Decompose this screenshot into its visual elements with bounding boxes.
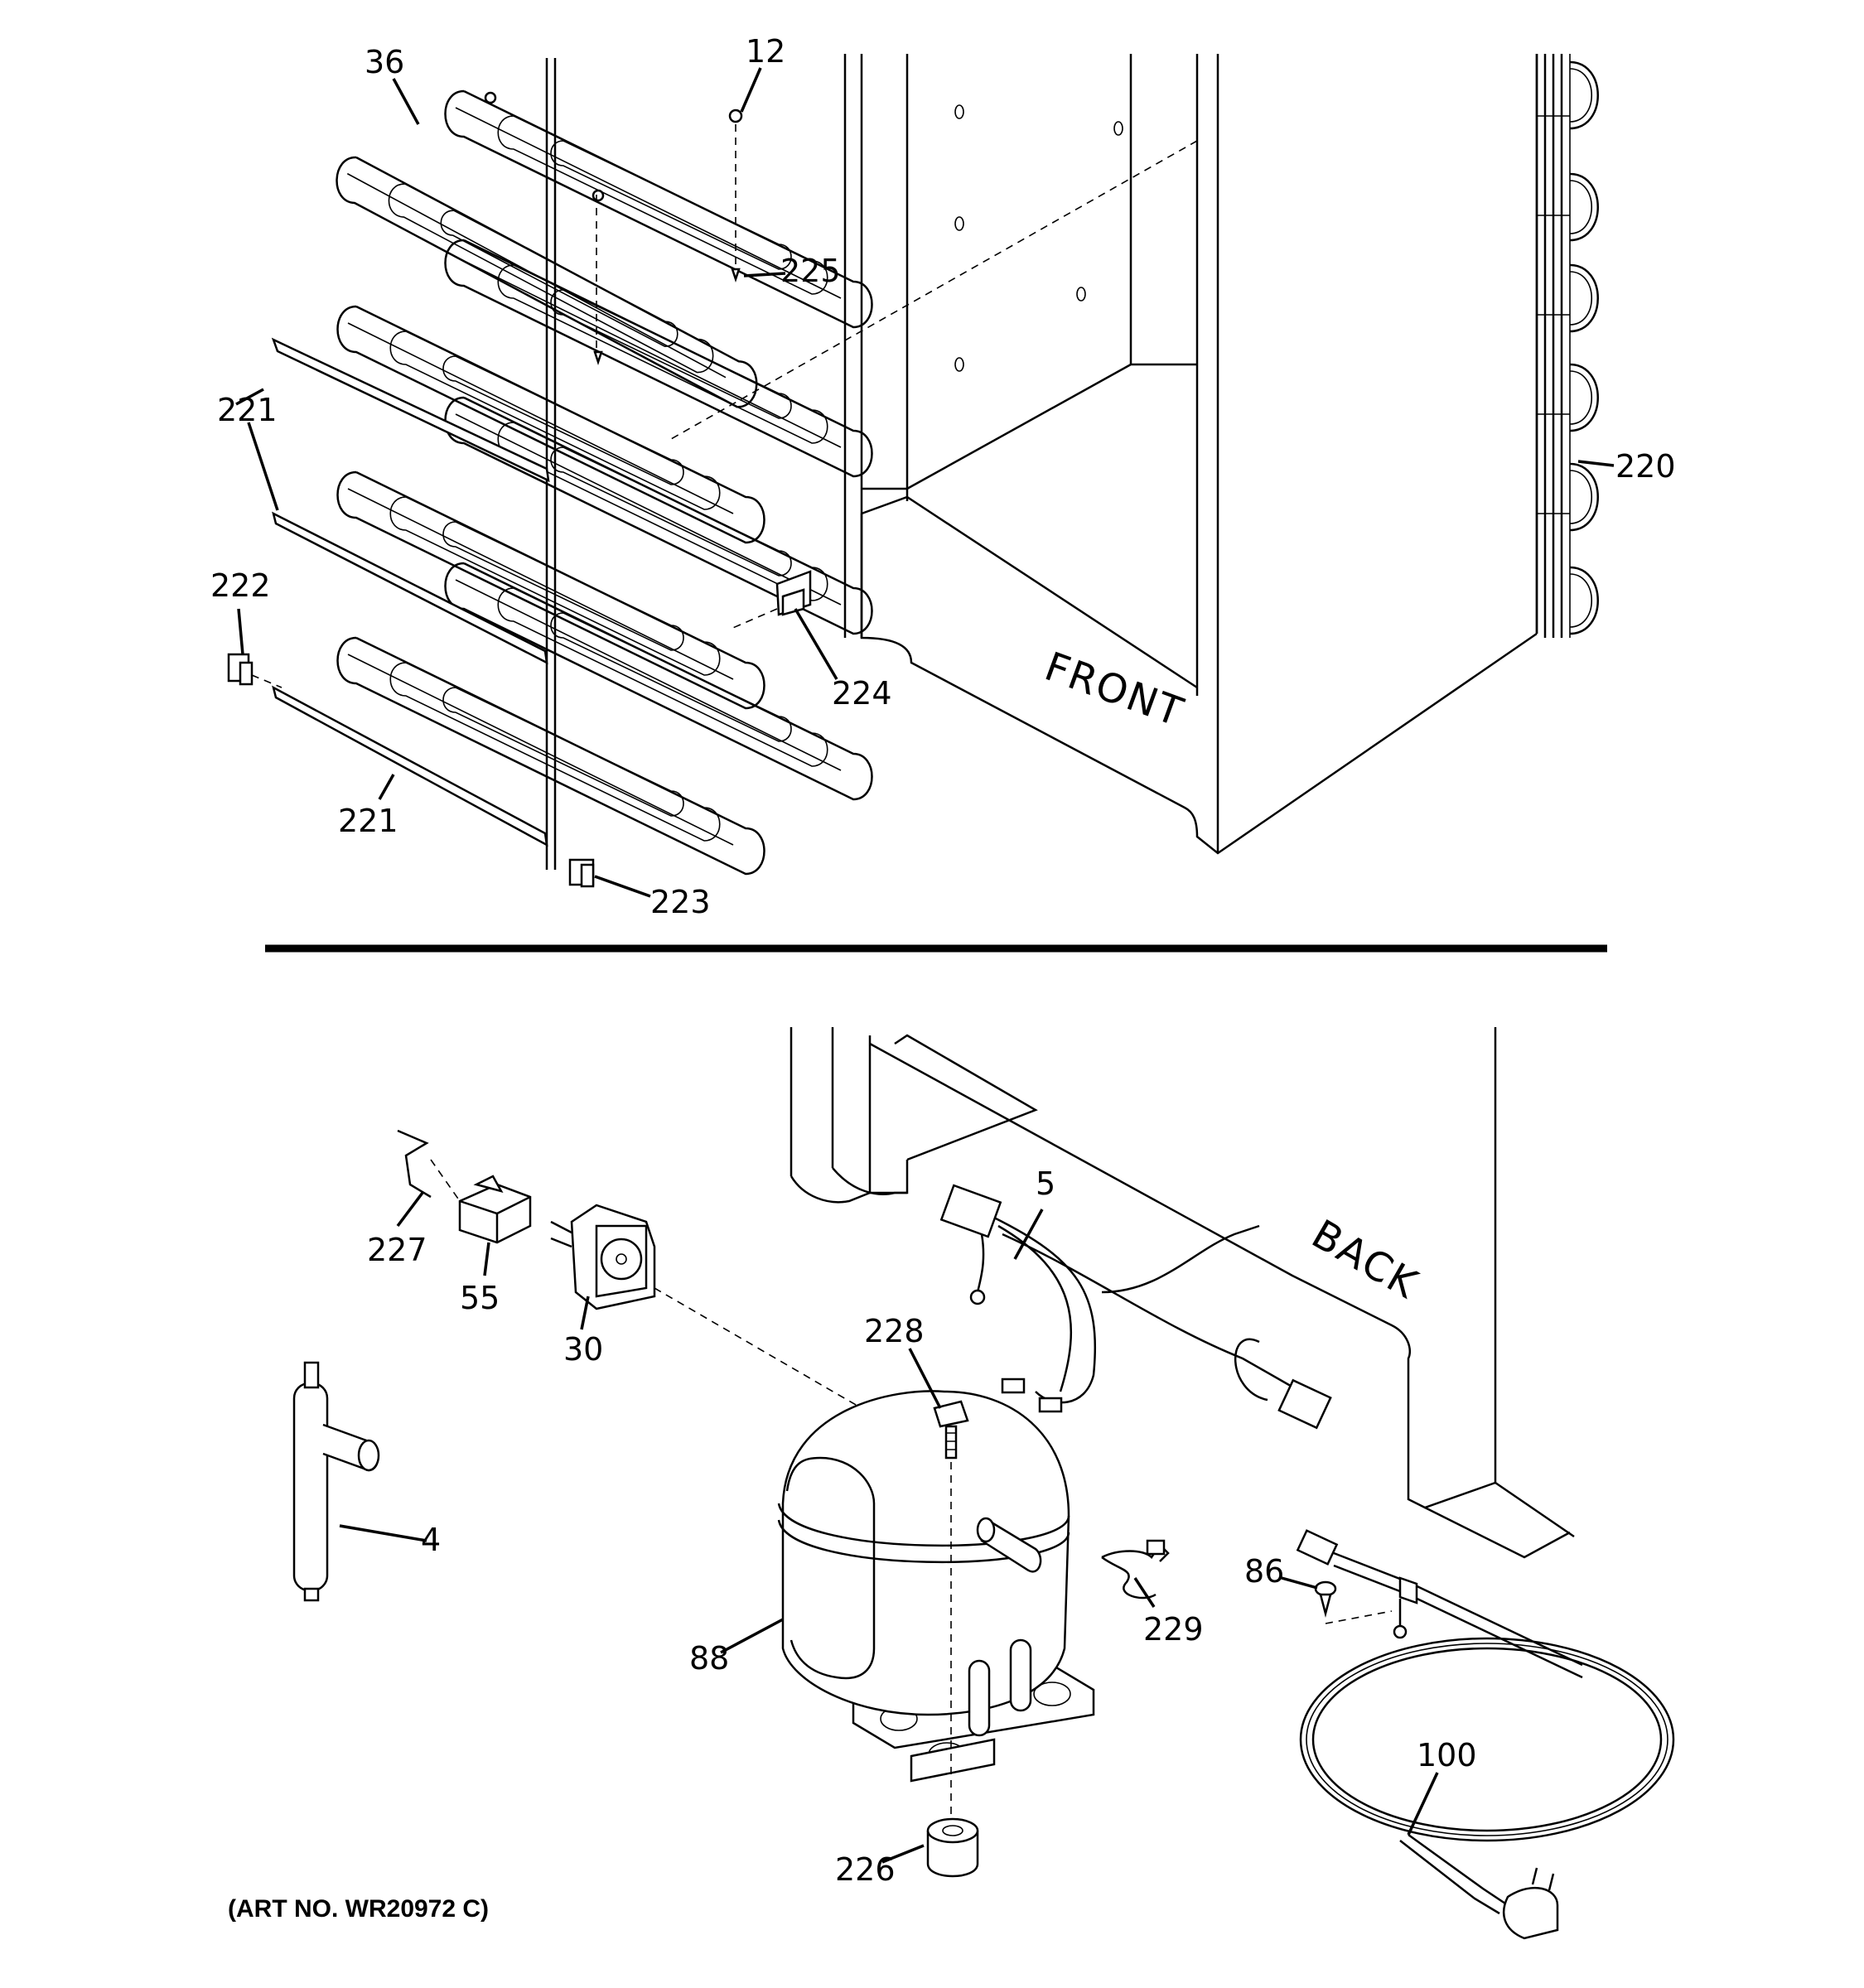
screw-225: [593, 268, 741, 365]
label-228: 228: [864, 1313, 925, 1349]
label-223: 223: [650, 884, 711, 920]
label-36: 36: [365, 44, 404, 80]
power-cord-100: [1296, 1529, 1675, 1940]
nut-12: [596, 109, 743, 348]
back-stamp: BACK: [1304, 1211, 1426, 1308]
wire-harness-5: [939, 1184, 1332, 1430]
overload-55: [458, 1175, 532, 1244]
cabinet-top: [670, 54, 1538, 855]
label-229: 229: [1143, 1611, 1204, 1648]
part-labels: 36 12 225 221 222 224 221 223 220 5 227 …: [210, 33, 1676, 1888]
label-227: 227: [367, 1232, 427, 1268]
bracket-224: [728, 570, 812, 630]
grommet-226: [926, 1817, 979, 1878]
clip-223: [568, 858, 595, 888]
condenser-220: [1535, 54, 1599, 638]
label-220: 220: [1615, 448, 1676, 485]
leaders-bottom: [339, 1191, 1439, 1864]
rail-lower: [272, 685, 548, 847]
art-number: (ART NO. WR20972 C): [228, 1895, 489, 1923]
clip-229: [1101, 1539, 1170, 1600]
dryer-4: [292, 1361, 380, 1602]
label-226: 226: [835, 1851, 896, 1888]
label-225: 225: [780, 253, 841, 289]
label-222: 222: [210, 567, 271, 604]
screw-86: [1314, 1580, 1393, 1624]
label-5: 5: [1036, 1165, 1055, 1202]
label-100: 100: [1417, 1737, 1477, 1773]
label-221b: 221: [338, 803, 398, 839]
label-224: 224: [832, 675, 892, 712]
cabinet-bottom: [790, 1027, 1575, 1559]
label-86: 86: [1244, 1553, 1284, 1590]
clip-222: [227, 653, 282, 688]
label-55: 55: [460, 1280, 500, 1316]
label-4: 4: [421, 1522, 441, 1558]
label-88: 88: [689, 1640, 729, 1677]
compressor-88: [777, 1390, 1095, 1839]
label-221a: 221: [217, 392, 278, 428]
rail-upper: [271, 337, 550, 665]
label-30: 30: [563, 1331, 603, 1368]
evaporator-assembly: [328, 58, 873, 876]
clip-227: [397, 1129, 432, 1199]
leaders-top: [235, 67, 1615, 898]
relay-30: [430, 1159, 862, 1409]
label-12: 12: [746, 33, 785, 70]
front-stamp: FRONT: [1039, 644, 1190, 736]
